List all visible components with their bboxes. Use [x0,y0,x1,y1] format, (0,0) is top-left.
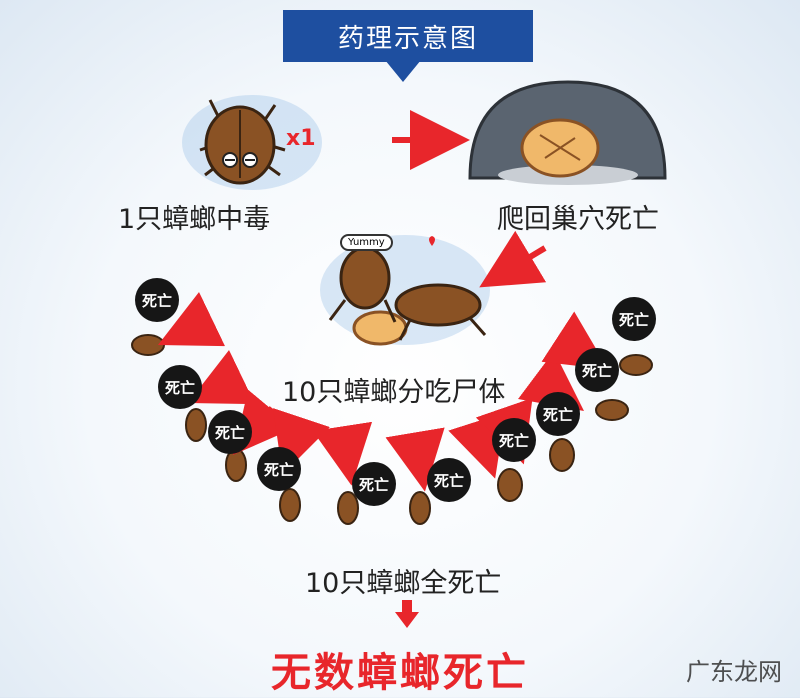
watermark: 广东龙网 [686,658,782,686]
final-result: 无数蟑螂死亡 [271,650,529,696]
dead-badge: 死亡 [427,458,471,502]
title-banner: 药理示意图 [283,10,533,62]
dead-badge: 死亡 [135,278,179,322]
yummy-bubble: Yummy [340,234,393,251]
banner-title: 药理示意图 [337,23,478,54]
dead-badge: 死亡 [612,297,656,341]
multiplier-label: x1 [286,126,316,151]
dead-badge: 死亡 [208,410,252,454]
poisoned-cockroach-icon [199,99,286,185]
step2-label: 爬回巢穴死亡 [497,204,659,235]
step3-label: 10只蟑螂分吃尸体 [282,377,506,408]
yummy-text: Yummy [348,237,385,248]
dead-cockroaches-icon [131,334,653,525]
dead-badge: 死亡 [158,365,202,409]
dead-badge: 死亡 [352,462,396,506]
dead-badge: 死亡 [536,392,580,436]
cockroaches-eating-icon [328,236,487,346]
step4-label: 10只蟑螂全死亡 [305,568,502,599]
nest-cave-icon [468,80,667,185]
dead-badge: 死亡 [492,418,536,462]
dead-badge: 死亡 [575,348,619,392]
down-arrow-icon [395,600,419,628]
step1-label: 1只蟑螂中毒 [118,204,271,235]
banner-pointer [385,60,421,82]
dead-badge: 死亡 [257,447,301,491]
